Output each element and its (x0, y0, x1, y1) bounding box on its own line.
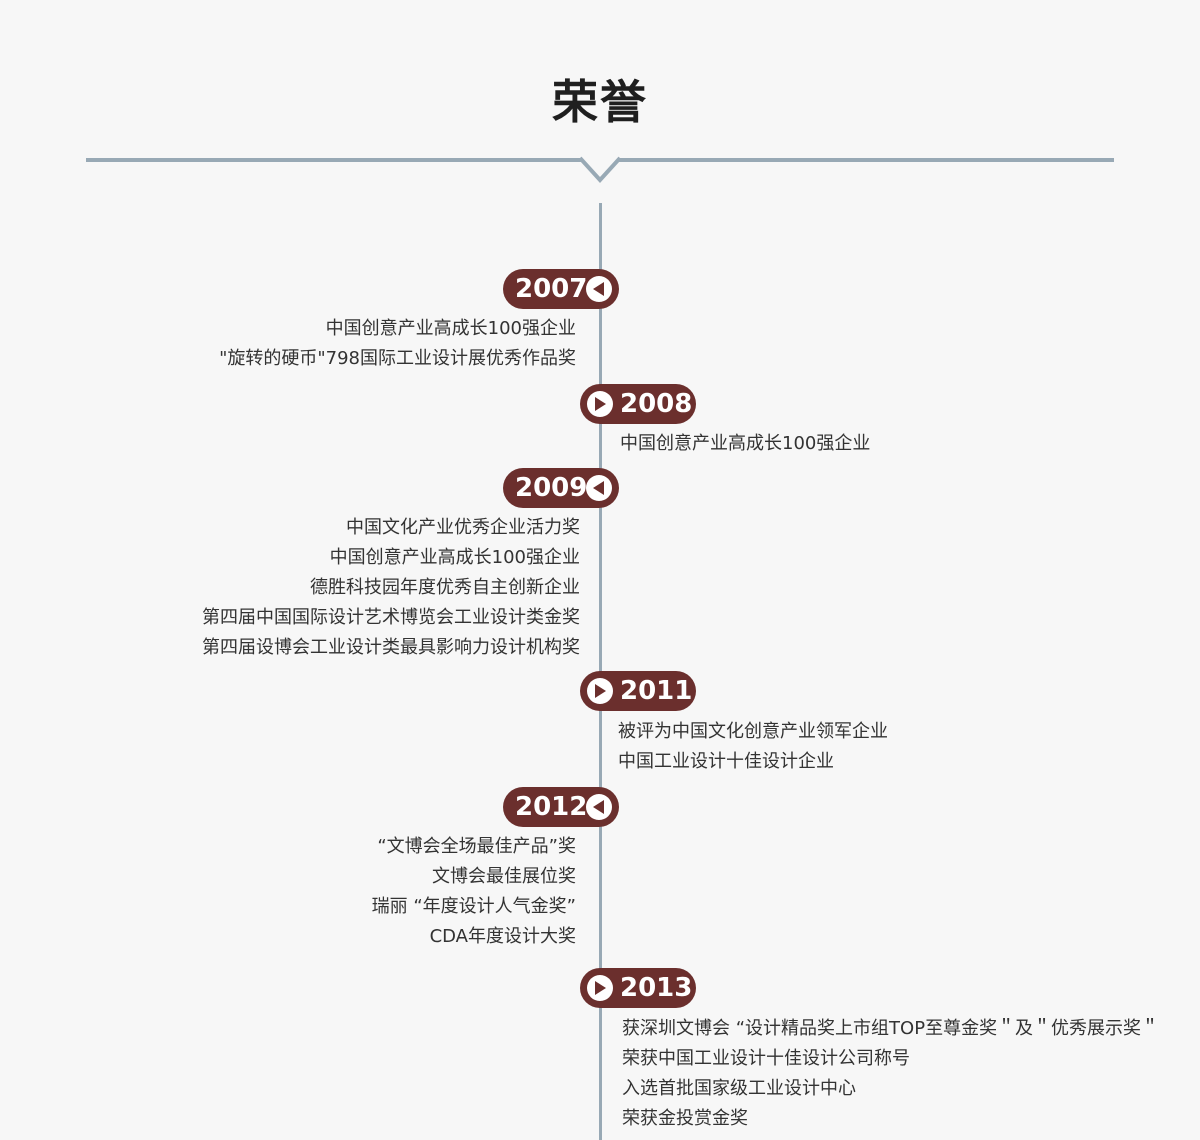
year-badge-2007[interactable]: 2007 (503, 269, 619, 309)
entries-2009: 中国文化产业优秀企业活力奖 中国创意产业高成长100强企业 德胜科技园年度优秀自… (202, 513, 580, 663)
year-label: 2007 (515, 274, 588, 304)
entries-2013: 获深圳文博会 “设计精品奖上市组TOP至尊金奖＂及＂优秀展示奖＂ 荣获中国工业设… (622, 1014, 1159, 1134)
entries-2011: 被评为中国文化创意产业领军企业 中国工业设计十佳设计企业 (618, 717, 888, 777)
list-item: 获深圳文博会 “设计精品奖上市组TOP至尊金奖＂及＂优秀展示奖＂ (622, 1018, 1160, 1039)
play-left-icon (586, 276, 612, 302)
list-item: 入选首批国家级工业设计中心 (622, 1078, 856, 1099)
list-item: “文博会全场最佳产品”奖 (377, 836, 576, 857)
year-badge-2009[interactable]: 2009 (503, 468, 619, 508)
list-item: 被评为中国文化创意产业领军企业 (618, 721, 888, 742)
header-notch-icon (580, 156, 620, 183)
list-item: 第四届中国国际设计艺术博览会工业设计类金奖 (202, 607, 580, 628)
year-label: 2012 (515, 792, 588, 822)
year-badge-2012[interactable]: 2012 (503, 787, 619, 827)
list-item: 中国工业设计十佳设计企业 (618, 751, 834, 772)
list-item: "旋转的硬币"798国际工业设计展优秀作品奖 (219, 348, 576, 369)
entries-2007: 中国创意产业高成长100强企业 "旋转的硬币"798国际工业设计展优秀作品奖 (219, 314, 576, 374)
list-item: 中国创意产业高成长100强企业 (329, 547, 580, 568)
play-left-icon (586, 475, 612, 501)
year-label: 2009 (515, 473, 588, 503)
list-item: 文博会最佳展位奖 (432, 866, 576, 887)
play-right-icon (587, 975, 613, 1001)
page-title: 荣誉 (552, 75, 648, 129)
year-label: 2011 (620, 676, 693, 706)
list-item: 德胜科技园年度优秀自主创新企业 (310, 577, 580, 598)
year-label: 2008 (620, 389, 693, 419)
year-badge-2008[interactable]: 2008 (580, 384, 696, 424)
year-badge-2013[interactable]: 2013 (580, 968, 696, 1008)
list-item: 中国文化产业优秀企业活力奖 (346, 517, 580, 538)
list-item: 荣获中国工业设计十佳设计公司称号 (622, 1048, 910, 1069)
year-label: 2013 (620, 973, 693, 1003)
list-item: 荣获金投赏金奖 (622, 1108, 748, 1129)
list-item: 瑞丽 “年度设计人气金奖” (371, 896, 576, 917)
list-item: 中国创意产业高成长100强企业 (620, 433, 871, 454)
list-item: CDA年度设计大奖 (429, 926, 576, 947)
play-left-icon (586, 794, 612, 820)
list-item: 中国创意产业高成长100强企业 (325, 318, 576, 339)
play-right-icon (587, 391, 613, 417)
play-right-icon (587, 678, 613, 704)
year-badge-2011[interactable]: 2011 (580, 671, 696, 711)
list-item: 第四届设博会工业设计类最具影响力设计机构奖 (202, 637, 580, 658)
entries-2008: 中国创意产业高成长100强企业 (620, 429, 870, 459)
entries-2012: “文博会全场最佳产品”奖 文博会最佳展位奖 瑞丽 “年度设计人气金奖” CDA年… (372, 832, 576, 952)
